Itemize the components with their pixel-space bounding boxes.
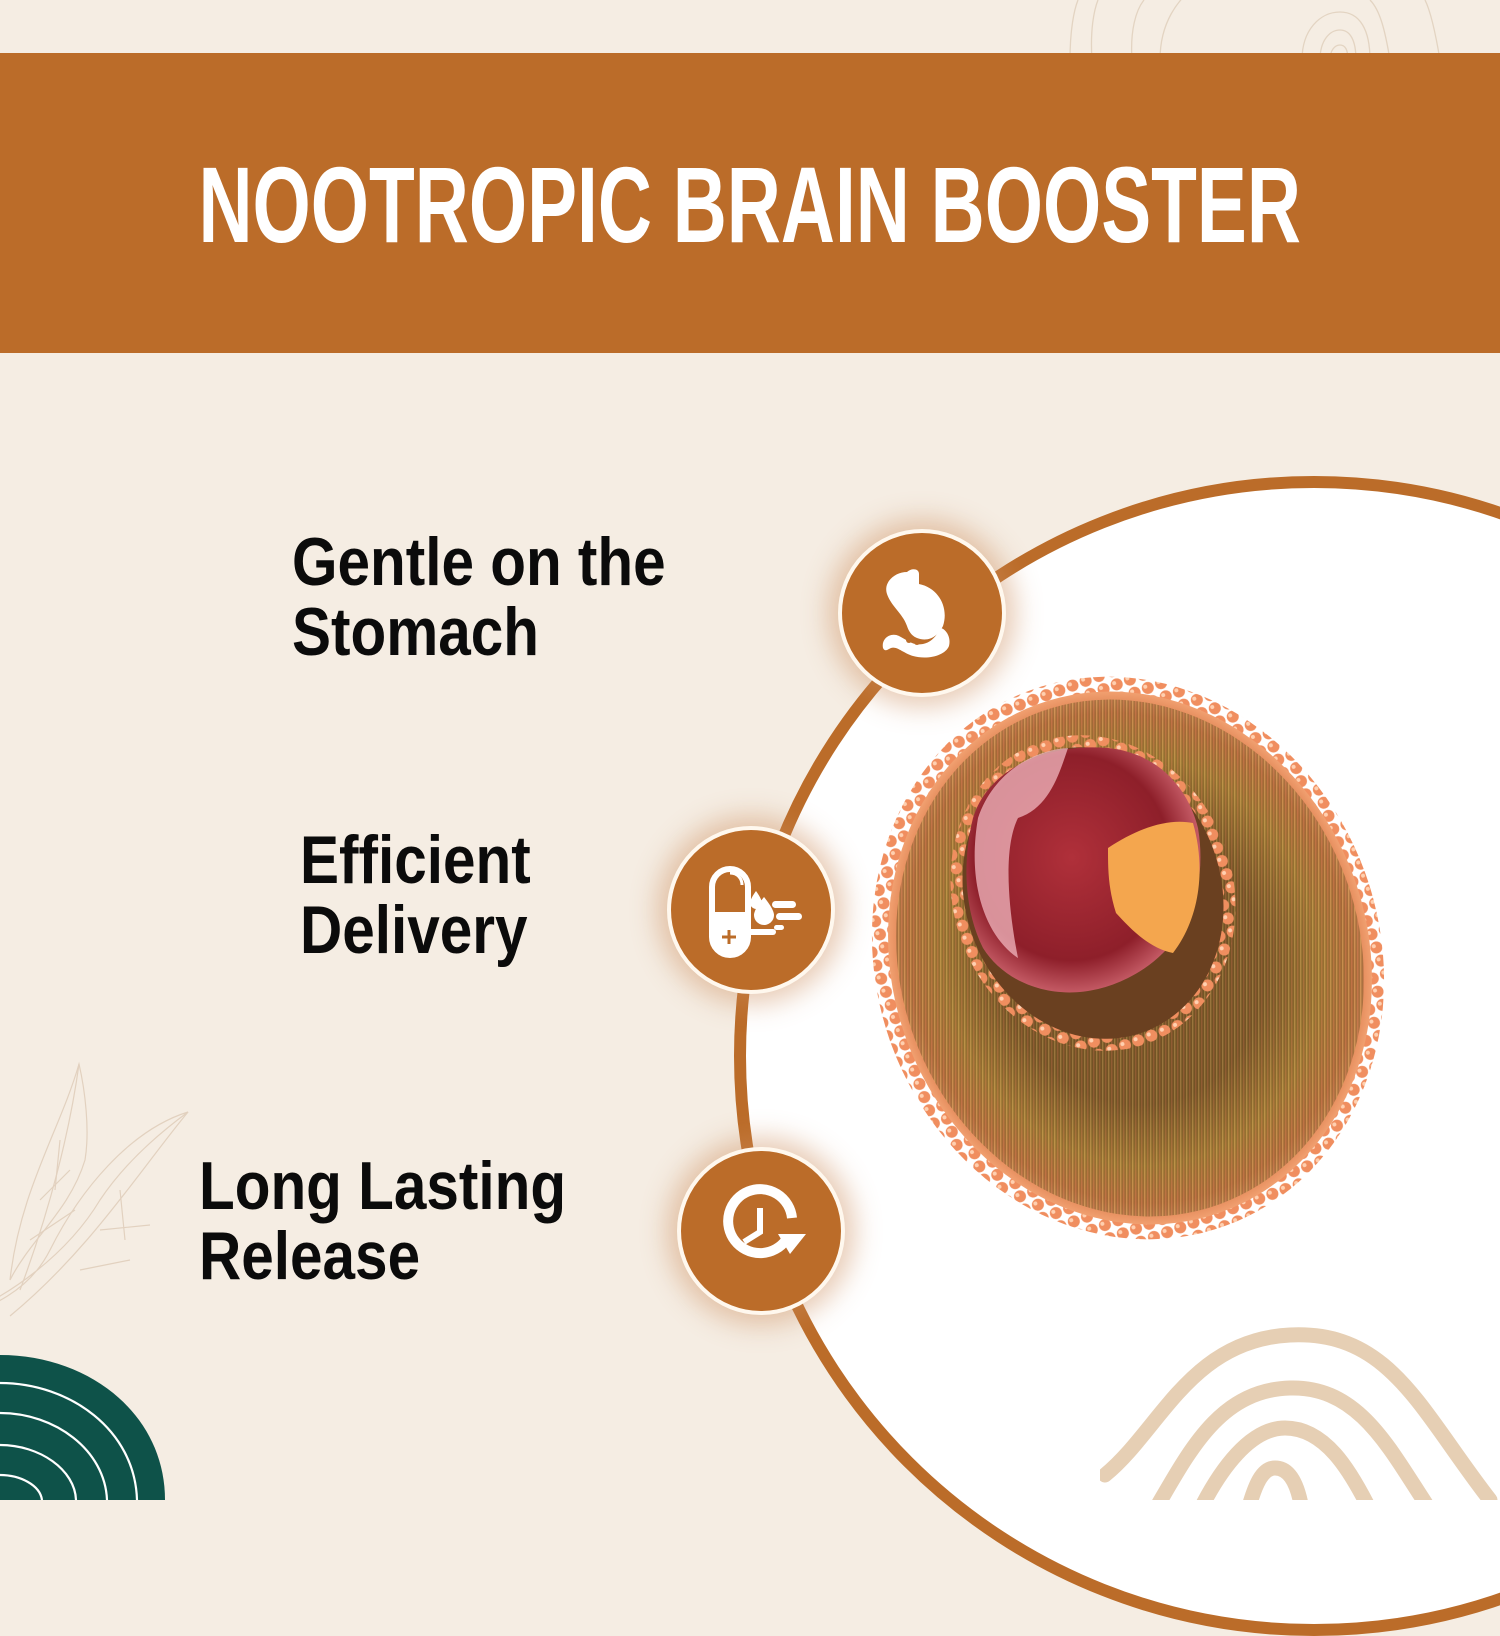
release-badge (677, 1147, 845, 1315)
page-title: NOOTROPIC BRAIN BOOSTER (198, 145, 1302, 266)
feature-line: Stomach (292, 594, 539, 670)
green-arc-decoration (0, 1355, 165, 1500)
delivery-badge (667, 826, 835, 994)
capsule-delivery-icon (709, 866, 802, 958)
liposome-illustration (871, 676, 1385, 1240)
feature-line: Release (199, 1218, 421, 1294)
feature-line: Gentle on the (292, 524, 666, 600)
feature-gentle-stomach-text: Gentle on the Stomach (292, 528, 666, 668)
contour-lines-decoration-bottom (1100, 1327, 1498, 1500)
feature-line: Efficient (300, 822, 531, 898)
feature-long-lasting-release-text: Long Lasting Release (199, 1152, 566, 1292)
header-banner: NOOTROPIC BRAIN BOOSTER (0, 53, 1500, 353)
contour-lines-decoration-top (1069, 0, 1441, 60)
feature-line: Long Lasting (199, 1148, 567, 1224)
clock-refresh-icon (723, 1184, 806, 1259)
feature-line: Delivery (300, 892, 528, 968)
stomach-badge (838, 529, 1006, 697)
stomach-icon (882, 569, 950, 658)
leaf-outline-decoration (0, 1061, 189, 1317)
feature-efficient-delivery-text: Efficient Delivery (300, 826, 531, 966)
